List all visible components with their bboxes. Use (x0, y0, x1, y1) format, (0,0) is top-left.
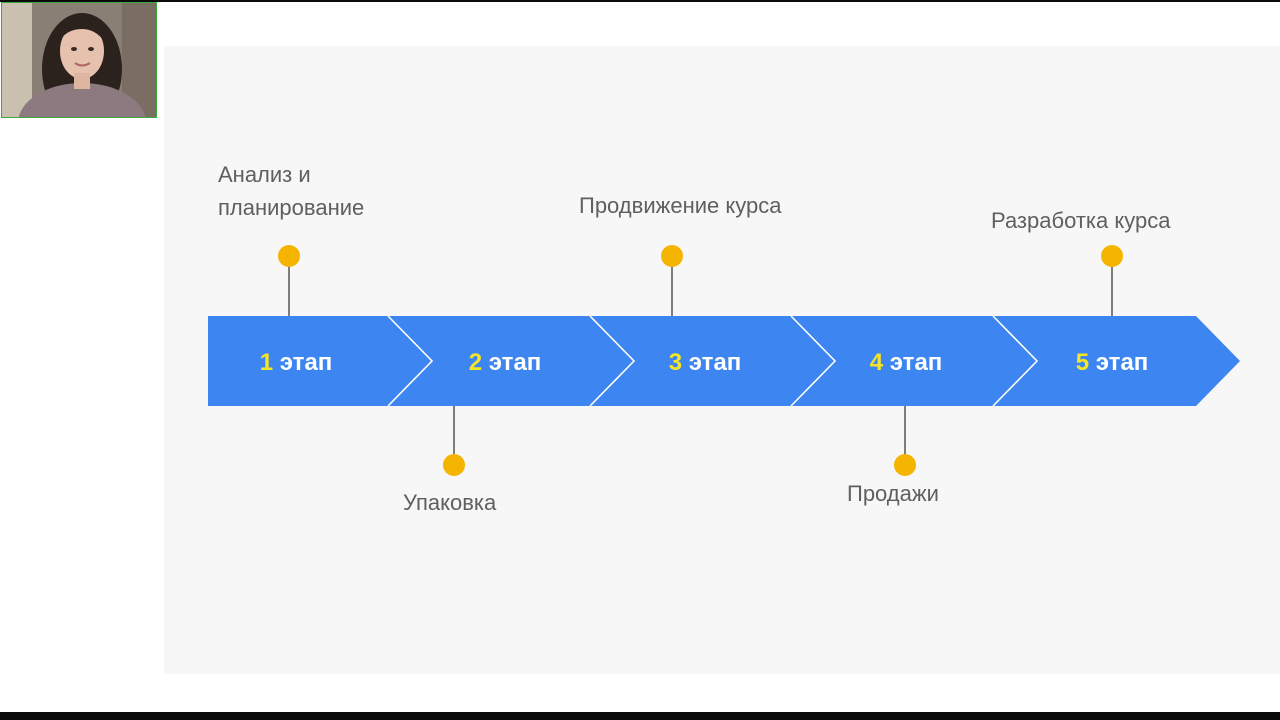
webcam-person-icon (2, 3, 156, 117)
stage-marker (443, 454, 465, 476)
chevron-separator (992, 315, 1039, 407)
stage-label: 4 этап (870, 349, 943, 376)
stage-description-label: Разработка курса (991, 208, 1171, 233)
stage-label: 3 этап (669, 349, 742, 376)
stage-label: 2 этап (469, 349, 542, 376)
bottom-letterbox-bar (0, 712, 1280, 720)
stage-word: этап (682, 349, 741, 376)
webcam-overlay (1, 2, 157, 118)
stage-number: 5 (1076, 349, 1089, 376)
stage-description-label: Продвижение курса (579, 193, 782, 218)
stage-word: этап (482, 349, 541, 376)
stage-marker (661, 245, 683, 267)
chevron-separator (387, 315, 434, 407)
stage-number: 3 (669, 349, 682, 376)
stage-number: 2 (469, 349, 482, 376)
stage-description-label: Продажи (847, 481, 939, 506)
stage-word: этап (273, 349, 332, 376)
stage-word: этап (883, 349, 942, 376)
stage-description-label: Упаковка (403, 490, 497, 515)
stage-label: 5 этап (1076, 349, 1149, 376)
timeline-arrow (208, 316, 1240, 406)
stage-number: 1 (260, 349, 273, 376)
stage-description-label: Анализ и планирование (218, 162, 365, 220)
stage-marker (278, 245, 300, 267)
stage-label: 1 этап (260, 349, 333, 376)
stage-marker (1101, 245, 1123, 267)
stage-number: 4 (870, 349, 884, 376)
chevron-separator (589, 315, 636, 407)
stage-marker (894, 454, 916, 476)
top-letterbox-bar (0, 0, 1280, 2)
stage-word: этап (1089, 349, 1148, 376)
chevron-separator (790, 315, 837, 407)
